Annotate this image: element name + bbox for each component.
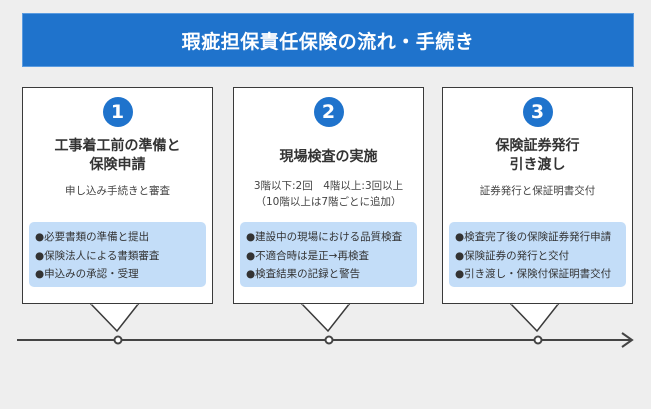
- list-item: ●必要書類の準備と提出: [35, 231, 150, 243]
- step-subtitle: 証券発行と保証明書交付: [479, 185, 596, 197]
- step-title: 保険証券発行 引き渡し: [495, 138, 580, 173]
- list-item: ●保険証券の発行と交付: [455, 249, 570, 262]
- list-item: ●建設中の現場における品質検査: [246, 231, 403, 243]
- step-title: 現場検査の実施: [279, 149, 378, 165]
- step-card-3: 3 保険証券発行 引き渡し 証券発行と保証明書交付 ●検査完了後の保険証券発行申…: [442, 87, 633, 304]
- step-details-box: ●検査完了後の保険証券発行申請 ●保険証券の発行と交付 ●引き渡し・保険付保証明…: [449, 222, 626, 287]
- step-subtitle: 申し込み手続きと審査: [65, 185, 170, 197]
- timeline-node-1: [113, 335, 123, 345]
- step-card-2: 2 現場検査の実施 3階以下:2回 4階以上:3回以上 （10階以上は7階ごとに…: [233, 87, 424, 304]
- step-number-badge: 2: [313, 97, 344, 127]
- list-item: ●検査結果の記録と警告: [246, 268, 361, 280]
- page-title: 瑕疵担保責任保険の流れ・手続き: [22, 13, 634, 67]
- list-item: ●引き渡し・保険付保証明書交付: [455, 268, 612, 280]
- step-details-box: ●必要書類の準備と提出 ●保険法人による書類審査 ●申込みの承認・受理: [29, 222, 206, 287]
- step-card-1: 1 工事着工前の準備と 保険申請 申し込み手続きと審査 ●必要書類の準備と提出 …: [22, 87, 213, 304]
- list-item: ●検査完了後の保険証券発行申請: [455, 231, 612, 243]
- list-item: ●不適合時は是正→再検査: [246, 249, 369, 262]
- step-number-badge: 3: [522, 97, 553, 127]
- list-item: ●保険法人による書類審査: [35, 249, 160, 262]
- timeline-node-2: [324, 335, 334, 345]
- timeline-node-3: [533, 335, 543, 345]
- step-subtitle: 3階以下:2回 4階以上:3回以上 （10階以上は7階ごとに追加）: [253, 180, 404, 208]
- arrow-right-icon: [621, 332, 634, 348]
- step-details-box: ●建設中の現場における品質検査 ●不適合時は是正→再検査 ●検査結果の記録と警告: [240, 222, 417, 287]
- list-item: ●申込みの承認・受理: [35, 268, 139, 280]
- step-number-badge: 1: [102, 97, 133, 127]
- step-title: 工事着工前の準備と 保険申請: [54, 138, 181, 173]
